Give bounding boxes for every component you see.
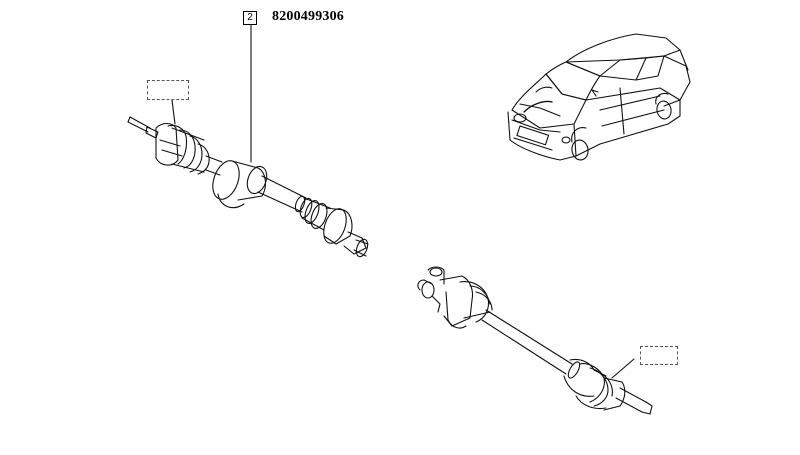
- upper-drive-shaft[interactable]: [127, 23, 370, 258]
- upper-shaft-callout-box[interactable]: [147, 80, 189, 100]
- front-wheel: [571, 139, 589, 161]
- lower-shaft-bar: [481, 309, 573, 375]
- vehicle-sedan-illustration: [507, 33, 691, 161]
- upper-shaft-segment: [205, 155, 223, 176]
- rear-wheel: [656, 100, 672, 120]
- upper-shaft-outer-stub: [127, 116, 159, 139]
- lower-shaft-outer-stub: [615, 387, 653, 415]
- upper-shaft-inner-boot: [299, 197, 331, 231]
- lower-shaft-flange: [417, 266, 474, 329]
- upper-shaft-inner-joint: [323, 207, 369, 258]
- lower-shaft-inner-boot: [459, 281, 493, 323]
- upper-shaft-outer-boot: [155, 122, 210, 175]
- reference-badge[interactable]: 2: [243, 11, 257, 25]
- upper-shaft-damper: [212, 160, 268, 209]
- lower-drive-shaft[interactable]: [417, 266, 653, 415]
- upper-callout-leader: [171, 99, 176, 125]
- part-number-label[interactable]: 8200499306: [272, 9, 344, 24]
- lower-shaft-outer-boot: [563, 358, 626, 411]
- lower-shaft-callout-box[interactable]: [640, 346, 678, 365]
- lower-callout-leader: [611, 358, 635, 379]
- upper-shaft-bar: [257, 175, 307, 213]
